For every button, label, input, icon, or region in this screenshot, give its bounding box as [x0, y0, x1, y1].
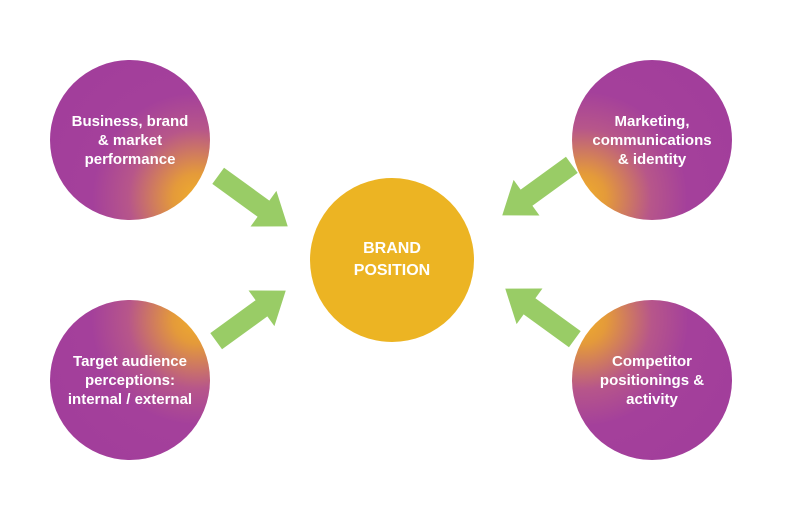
- arrow-top-right-to-center: [502, 156, 578, 216]
- arrow-top-left-to-center: [212, 167, 288, 227]
- node-business-performance: Business, brand & market performance: [50, 60, 210, 220]
- arrow-bottom-left-to-center: [210, 290, 286, 350]
- node-label: Target audience perceptions: internal / …: [67, 352, 193, 408]
- center-label: BRAND POSITION: [353, 240, 431, 279]
- node-brand-position: BRAND POSITION: [310, 178, 474, 342]
- node-marketing-communications: Marketing, communications & identity: [572, 60, 732, 220]
- node-target-audience: Target audience perceptions: internal / …: [50, 300, 210, 460]
- arrow-bottom-right-to-center: [505, 288, 581, 348]
- node-label: Business, brand & market performance: [71, 112, 189, 168]
- node-label: Competitor positionings & activity: [599, 352, 705, 408]
- node-label: Marketing, communications & identity: [592, 112, 712, 168]
- node-competitor-positionings: Competitor positionings & activity: [572, 300, 732, 460]
